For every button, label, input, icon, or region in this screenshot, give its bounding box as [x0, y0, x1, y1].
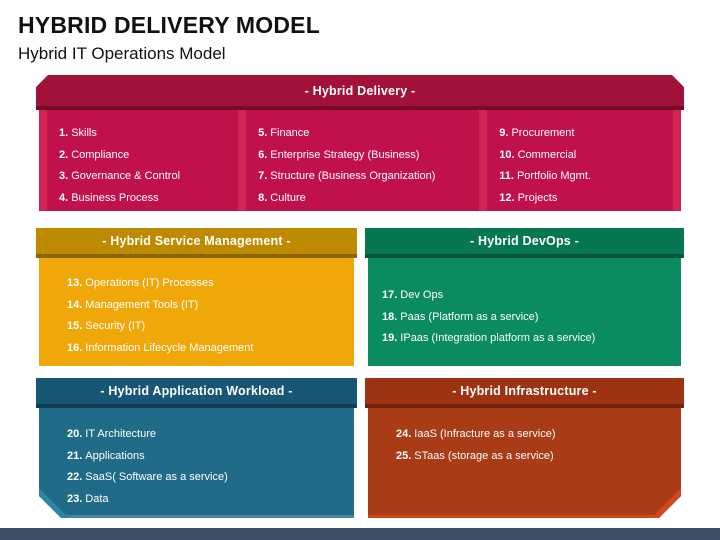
delivery-column-2: 5.Finance 6.Enterprise Strategy (Busines… — [246, 110, 480, 211]
list-item: 17.Dev Ops — [382, 285, 681, 307]
hybrid-delivery-box: - Hybrid Delivery - 1.Skills 2.Complianc… — [36, 75, 684, 215]
list-item: 19.IPaas (Integration platform as a serv… — [382, 328, 681, 350]
list-item: 10.Commercial — [499, 145, 673, 167]
item-text: Information Lifecycle Management — [85, 341, 254, 354]
list-item: 22.SaaS( Software as a service) — [67, 467, 354, 489]
item-text: Finance — [270, 127, 310, 139]
list-item: 2.Compliance — [59, 145, 238, 167]
list-item: 4.Business Process — [59, 188, 238, 210]
delivery-column-1: 1.Skills 2.Compliance 3.Governance & Con… — [47, 110, 239, 211]
hybrid-service-management-box: - Hybrid Service Management - 13.Operati… — [36, 228, 357, 370]
list-item: 16.Information Lifecycle Management — [67, 338, 354, 360]
item-number: 7. — [258, 170, 268, 182]
hybrid-service-management-header: - Hybrid Service Management - — [36, 228, 357, 258]
page-title: HYBRID DELIVERY MODEL — [18, 12, 320, 38]
item-text: IT Architecture — [85, 428, 157, 440]
list-item: 1.Skills — [59, 123, 238, 145]
item-number: 19. — [382, 332, 398, 344]
item-text: SaaS( Software as a service) — [85, 471, 228, 483]
item-text: IPaas (Integration platform as a service… — [400, 332, 596, 344]
slide-footer-bar — [0, 528, 720, 540]
item-text: Data — [85, 492, 109, 505]
item-number: 6. — [258, 148, 268, 161]
hybrid-service-management-body: 13.Operations (IT) Processes 14.Manageme… — [39, 258, 354, 366]
item-text: Culture — [270, 191, 306, 204]
hybrid-application-workload-header: - Hybrid Application Workload - — [36, 378, 357, 408]
item-text: Skills — [71, 127, 97, 139]
item-number: 15. — [67, 320, 83, 332]
item-number: 25. — [396, 449, 412, 462]
item-number: 1. — [59, 127, 69, 139]
item-text: Governance & Control — [71, 170, 181, 182]
hybrid-infrastructure-body: 24.IaaS (Infracture as a service) 25.STa… — [368, 408, 681, 518]
hybrid-devops-header: - Hybrid DevOps - — [365, 228, 684, 258]
item-number: 2. — [59, 148, 69, 161]
hybrid-delivery-header: - Hybrid Delivery - — [36, 75, 684, 110]
list-item: 11.Portfolio Mgmt. — [499, 166, 673, 188]
hybrid-delivery-body: 1.Skills 2.Compliance 3.Governance & Con… — [39, 110, 681, 211]
list-item: 23.Data — [67, 489, 354, 511]
item-number: 12. — [499, 191, 515, 204]
list-item: 6.Enterprise Strategy (Business) — [258, 145, 479, 167]
item-number: 17. — [382, 289, 398, 301]
list-item: 21.Applications — [67, 446, 354, 468]
list-item: 9.Procurement — [499, 123, 673, 145]
list-item: 18.Paas (Platform as a service) — [382, 307, 681, 329]
list-item: 5.Finance — [258, 123, 479, 145]
page-subtitle: Hybrid IT Operations Model — [18, 44, 226, 63]
item-text: Portfolio Mgmt. — [516, 170, 591, 182]
item-number: 13. — [67, 277, 83, 289]
item-text: Commercial — [517, 148, 577, 161]
hybrid-application-workload-body: 20.IT Architecture 21.Applications 22.Sa… — [39, 408, 354, 518]
item-text: IaaS (Infracture as a service) — [414, 428, 556, 440]
item-number: 10. — [499, 148, 515, 161]
list-item: 14.Management Tools (IT) — [67, 295, 354, 317]
item-text: Projects — [517, 191, 558, 204]
item-number: 9. — [499, 127, 509, 139]
item-text: Enterprise Strategy (Business) — [270, 148, 420, 161]
item-text: Operations (IT) Processes — [85, 277, 214, 289]
list-item: 3.Governance & Control — [59, 166, 238, 188]
item-text: Procurement — [511, 127, 575, 139]
list-item: 8.Culture — [258, 188, 479, 210]
item-number: 20. — [67, 428, 83, 440]
list-item: 7.Structure (Business Organization) — [258, 166, 479, 188]
list-item: 15.Security (IT) — [67, 316, 354, 338]
item-number: 21. — [67, 449, 83, 462]
item-text: Applications — [85, 449, 145, 462]
hybrid-infrastructure-header: - Hybrid Infrastructure - — [365, 378, 684, 408]
item-text: Management Tools (IT) — [85, 298, 199, 311]
item-number: 16. — [67, 341, 83, 354]
delivery-column-3: 9.Procurement 10.Commercial 11.Portfolio… — [487, 110, 673, 211]
item-text: Paas (Platform as a service) — [400, 310, 539, 323]
item-text: STaas (storage as a service) — [414, 449, 554, 462]
item-number: 3. — [59, 170, 69, 182]
item-text: Security (IT) — [85, 320, 146, 332]
item-number: 23. — [67, 492, 83, 505]
list-item: 20.IT Architecture — [67, 424, 354, 446]
item-text: Compliance — [71, 148, 130, 161]
item-number: 8. — [258, 191, 268, 204]
item-text: Dev Ops — [400, 289, 444, 301]
hybrid-devops-box: - Hybrid DevOps - 17.Dev Ops 18.Paas (Pl… — [365, 228, 684, 370]
item-number: 22. — [67, 471, 83, 483]
item-number: 4. — [59, 191, 69, 204]
item-text: Structure (Business Organization) — [270, 170, 436, 182]
list-item: 24.IaaS (Infracture as a service) — [396, 424, 681, 446]
item-text: Business Process — [71, 191, 159, 204]
hybrid-devops-body: 17.Dev Ops 18.Paas (Platform as a servic… — [368, 258, 681, 366]
item-number: 24. — [396, 428, 412, 440]
item-number: 5. — [258, 127, 268, 139]
list-item: 25.STaas (storage as a service) — [396, 446, 681, 468]
list-item: 12.Projects — [499, 188, 673, 210]
item-number: 18. — [382, 310, 398, 323]
item-number: 11. — [499, 170, 514, 182]
hybrid-infrastructure-box: - Hybrid Infrastructure - 24.IaaS (Infra… — [365, 378, 684, 522]
hybrid-application-workload-box: - Hybrid Application Workload - 20.IT Ar… — [36, 378, 357, 522]
list-item: 13.Operations (IT) Processes — [67, 273, 354, 295]
item-number: 14. — [67, 298, 83, 311]
